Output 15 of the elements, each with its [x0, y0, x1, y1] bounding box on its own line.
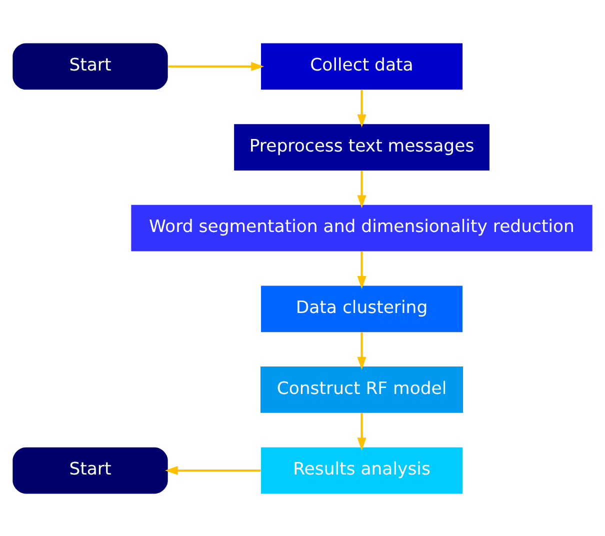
node-box: Construct RF model	[260, 366, 464, 412]
node-box: Results analysis	[261, 446, 462, 494]
node-box: Data clustering	[261, 285, 462, 332]
arrow	[164, 466, 261, 475]
node-box: Start	[12, 42, 168, 90]
node-box: Word segmentation and dimensionality reduction	[131, 204, 592, 251]
node-box: Start	[12, 446, 168, 494]
arrow	[357, 332, 366, 370]
arrow	[357, 412, 366, 450]
node-box: Collect data	[261, 42, 462, 90]
arrow	[168, 61, 264, 70]
arrow	[357, 170, 366, 208]
arrow	[357, 251, 366, 288]
arrow	[357, 89, 366, 127]
node-box: Preprocess text messages	[234, 124, 490, 170]
